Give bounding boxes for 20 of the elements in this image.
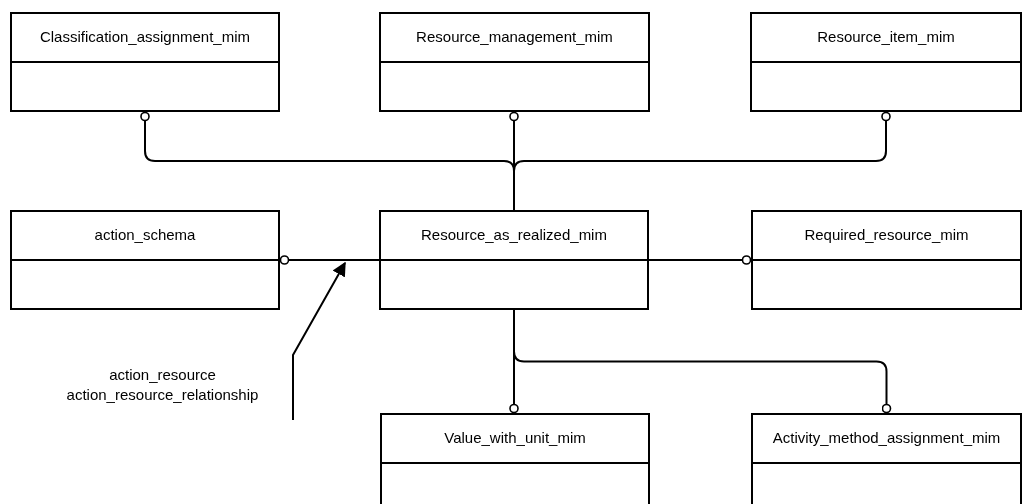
schema-box (379, 12, 650, 112)
schema-box (380, 413, 650, 504)
schema-name: Resource_management_mim (416, 27, 613, 48)
schema-name: Resource_item_mim (817, 27, 955, 48)
schema-box (379, 210, 649, 310)
schema-box (750, 12, 1022, 112)
schema-name: Classification_assignment_mim (39, 27, 251, 48)
schema-name: action_schema (94, 225, 196, 246)
schema-name: Required_resource_mim (804, 225, 969, 246)
schema-name: Resource_as_realized_mim (421, 225, 607, 246)
connector-line (648, 255, 752, 265)
schema-name: Value_with_unit_mim (444, 428, 586, 449)
leader-line (292, 261, 346, 421)
schema-box (10, 12, 280, 112)
schema-name: Activity_method_assignment_mim (772, 428, 1001, 449)
connector-line (279, 255, 380, 265)
schema-box (10, 210, 280, 310)
schema-box (751, 413, 1022, 504)
schema-box (751, 210, 1022, 310)
annotation-text: action_resource action_resource_relationship (45, 365, 280, 405)
